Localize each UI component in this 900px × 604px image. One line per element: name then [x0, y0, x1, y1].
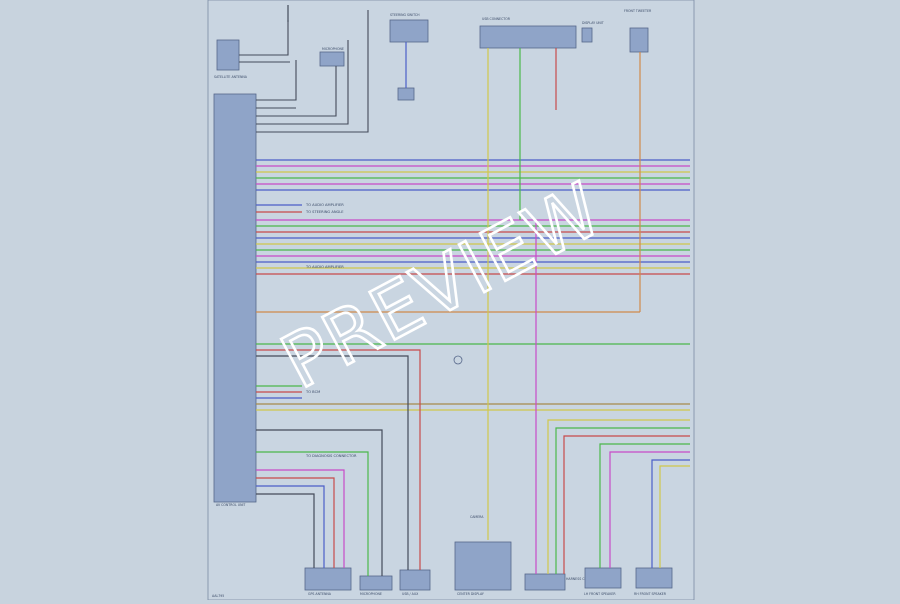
footer-code: AAL795	[212, 594, 224, 598]
microphone-top-label: MICROPHONE	[322, 47, 344, 51]
av-control-unit	[213, 93, 257, 503]
camera-symbol	[453, 355, 463, 365]
usb-aux-label: USB / AUX	[402, 592, 419, 596]
display-unit-conn	[581, 27, 593, 43]
usb-connector	[479, 25, 577, 49]
note-audio-amp-2: TO AUDIO AMPLIFIER	[305, 265, 344, 269]
front-tweeter	[629, 27, 649, 53]
usb-connector-label: USB CONNECTOR	[482, 17, 511, 21]
microphone-bottom-label: MICROPHONE	[360, 592, 382, 596]
note-diagnosis: TO DIAGNOSIS CONNECTOR	[305, 454, 357, 458]
steering-switch	[389, 19, 429, 43]
gps-antenna-label: GPS ANTENNA	[308, 592, 332, 596]
note-steering-angle: TO STEERING ANGLE	[305, 210, 344, 214]
antenna-amp	[216, 39, 240, 71]
signal-wires	[256, 159, 690, 411]
microphone-bottom	[359, 575, 393, 591]
vertical-wires	[256, 42, 690, 576]
center-display	[454, 541, 512, 591]
gps-antenna	[304, 567, 352, 591]
harness-connector	[524, 573, 566, 591]
antenna-amp-label: SATELLITE ANTENNA	[214, 75, 248, 79]
steering-switch-conn	[397, 87, 415, 101]
av-control-unit-label: AV CONTROL UNIT	[216, 503, 245, 507]
rh-front-speaker-label: RH FRONT SPEAKER	[634, 592, 667, 596]
center-display-label: CENTER DISPLAY	[457, 592, 484, 596]
rh-front-speaker	[635, 567, 673, 589]
steering-switch-label: STEERING SWITCH	[390, 13, 420, 17]
note-bcm: TO BCM	[305, 390, 320, 394]
display-unit-label: DISPLAY UNIT	[582, 21, 604, 25]
wire-black-top	[256, 10, 369, 133]
microphone-top	[319, 51, 345, 67]
lh-front-speaker	[584, 567, 622, 589]
wire-black-antenna	[239, 20, 290, 63]
front-tweeter-label: FRONT TWEETER	[624, 9, 652, 13]
usb-aux	[399, 569, 431, 591]
note-audio-amp-1: TO AUDIO AMPLIFIER	[305, 203, 344, 207]
camera-label: CAMERA	[470, 515, 484, 519]
lh-front-speaker-label: LH FRONT SPEAKER	[584, 592, 616, 596]
